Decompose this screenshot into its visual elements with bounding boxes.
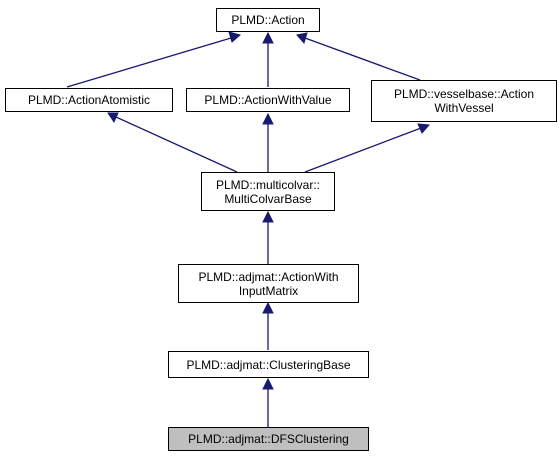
edge-actionwithinputmatrix-to-multicolvarbase: [262, 210, 274, 264]
edge-multicolvarbase-to-actionatomistic: [107, 112, 238, 173]
node-action-with-input-matrix-label-line1: PLMD::adjmat::ActionWith: [198, 269, 339, 284]
node-clustering-base[interactable]: PLMD::adjmat::ClusteringBase: [168, 351, 369, 378]
node-action-with-vessel-label-line2: WithVessel: [434, 101, 494, 115]
edge-actionwithvalue-to-action: [262, 31, 274, 87]
node-multi-colvar-base-label-line2: MultiColvarBase: [224, 191, 312, 206]
edge-actionatomistic-to-action: [66, 31, 242, 88]
edge-multicolvarbase-to-actionwithvessel: [304, 123, 431, 173]
edge-clusteringbase-to-actionwithinputmatrix: [262, 301, 274, 350]
node-action-atomistic-label: PLMD::ActionAtomistic: [27, 93, 151, 107]
node-dfs-clustering: PLMD::adjmat::DFSClustering: [168, 427, 369, 451]
edge-multicolvarbase-to-actionwithvalue: [262, 112, 274, 172]
node-dfs-clustering-label: PLMD::adjmat::DFSClustering: [188, 432, 349, 446]
node-clustering-base-label: PLMD::adjmat::ClusteringBase: [186, 357, 351, 372]
node-action-atomistic[interactable]: PLMD::ActionAtomistic: [5, 88, 173, 112]
edge-actionwithvessel-to-action: [296, 32, 421, 81]
node-multi-colvar-base-label-line1: PLMD::multicolvar::: [215, 177, 321, 192]
node-multi-colvar-base[interactable]: PLMD::multicolvar:: MultiColvarBase: [201, 172, 335, 211]
node-action-label: PLMD::Action: [231, 13, 305, 27]
node-action-with-vessel[interactable]: PLMD::vesselbase::Action WithVessel: [371, 80, 557, 122]
node-action-with-vessel-label-line1: PLMD::vesselbase::Action: [393, 87, 535, 101]
node-action[interactable]: PLMD::Action: [216, 8, 320, 32]
node-action-with-value-label: PLMD::ActionWithValue: [204, 93, 332, 107]
node-action-with-input-matrix-label-line2: InputMatrix: [238, 283, 299, 298]
node-action-with-input-matrix[interactable]: PLMD::adjmat::ActionWith InputMatrix: [178, 264, 359, 303]
node-action-with-value[interactable]: PLMD::ActionWithValue: [186, 88, 350, 112]
edge-dfsclustering-to-clusteringbase: [262, 377, 274, 427]
